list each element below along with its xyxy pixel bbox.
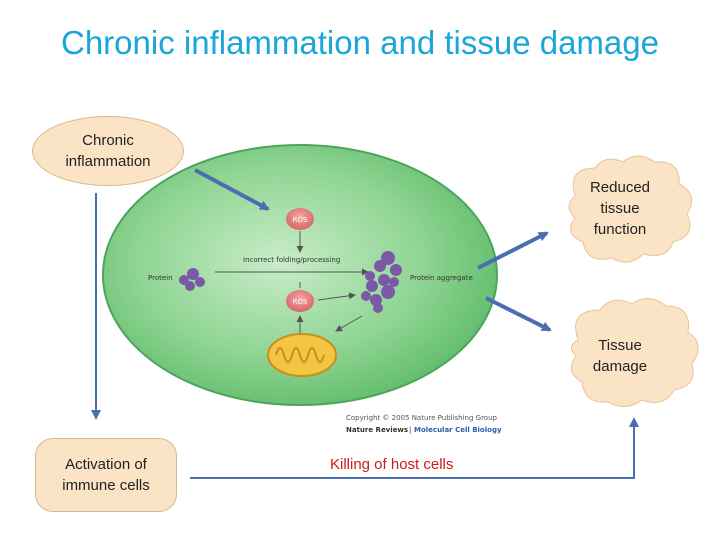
- journal-left: Nature Reviews: [346, 426, 408, 434]
- activation-bubble: Activation of immune cells: [35, 438, 177, 512]
- journal-separator: |: [409, 426, 411, 434]
- ros-to-aggregate-arrow: [317, 292, 356, 301]
- killing-label: Killing of host cells: [330, 456, 454, 473]
- tissue-damage-label: Tissue damage: [592, 337, 648, 375]
- copyright-text: Copyright © 2005 Nature Publishing Group: [346, 414, 498, 422]
- arrow-cell-to-tissue-damage: [485, 296, 552, 332]
- ros-top-bubble: [286, 208, 314, 230]
- cell-body: [102, 144, 498, 406]
- protein-icon: [179, 268, 205, 291]
- incorrect-folding-label: Incorrect folding/processing: [243, 256, 340, 264]
- chronic-inflammation-bubble: Chronic inflammation: [32, 116, 184, 186]
- protein-label: Protein: [148, 274, 173, 282]
- cloud-tissue-damage: [570, 298, 699, 407]
- aggregate-to-mito-arrow: [335, 315, 363, 332]
- chronic-inflammation-label: Chronic inflammation: [65, 132, 151, 170]
- ros-bottom-label: ROS: [293, 298, 308, 306]
- ros-top-label: ROS: [293, 216, 308, 224]
- ros-bottom-bubble: [286, 290, 314, 312]
- slide-title: Chronic inflammation and tissue damage: [61, 24, 659, 61]
- mitochondrion-icon: [267, 333, 337, 377]
- journal-right: Molecular Cell Biology: [414, 426, 502, 434]
- reduced-function-label: Reduced tissue function: [589, 179, 651, 238]
- protein-aggregate-icon: [361, 251, 402, 313]
- protein-aggregate-label: Protein aggregate: [410, 274, 473, 282]
- cloud-reduced-function: [568, 155, 692, 263]
- arrow-cell-to-reduced-function: [477, 231, 549, 270]
- arrow-inflammation-to-cell: [194, 168, 270, 211]
- activation-label: Activation of immune cells: [62, 456, 150, 494]
- arrow-activation-to-tissue-damage: [190, 417, 639, 479]
